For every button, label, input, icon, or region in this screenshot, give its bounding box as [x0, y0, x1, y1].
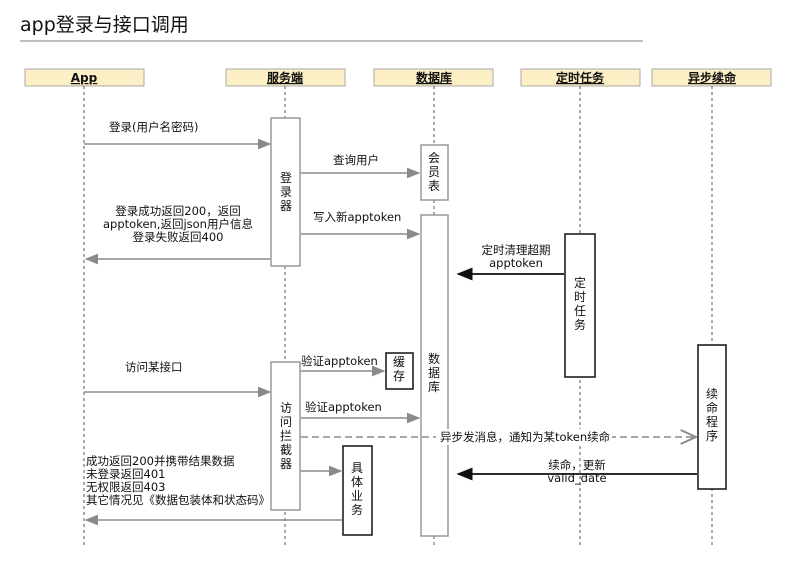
msg-access-api: 访问某接口	[125, 360, 183, 374]
lane-header-renew: 异步续命	[651, 68, 772, 87]
lane-header-server: 服务端	[225, 68, 346, 87]
msg-verify-db: 验证apptoken	[305, 400, 382, 414]
label-interceptor: 访问拦截器	[280, 401, 292, 471]
label-member-table: 会员表	[428, 151, 440, 193]
label-renew: 续命程序	[706, 387, 718, 443]
page-title: app登录与接口调用	[20, 14, 189, 36]
msg-async-notify: 异步发消息，通知为某token续命	[440, 430, 611, 444]
activation-cache	[385, 352, 414, 390]
async-notify-label-bg	[436, 429, 612, 445]
msg-verify-cache: 验证apptoken	[301, 354, 378, 368]
activation-login	[270, 117, 301, 267]
label-login: 登录器	[280, 170, 292, 213]
lane-label-database: 数据库	[416, 70, 452, 85]
lane-header-app: App	[24, 68, 145, 87]
activation-timer	[564, 233, 596, 378]
label-business: 具体业务	[351, 461, 363, 517]
activation-interceptor	[270, 361, 301, 511]
label-database: 数据库	[428, 351, 440, 394]
activation-business	[342, 445, 373, 536]
msg-query-user: 查询用户	[333, 153, 379, 167]
label-cache: 缓存	[393, 355, 405, 383]
lane-label-timer: 定时任务	[556, 70, 605, 85]
activation-database	[420, 214, 449, 537]
label-timer: 定时任务	[574, 275, 586, 332]
lane-label-app: App	[71, 71, 98, 85]
lane-label-renew: 异步续命	[688, 70, 737, 85]
lane-label-server: 服务端	[267, 70, 303, 85]
lifelines	[83, 86, 713, 545]
lane-header-timer: 定时任务	[520, 68, 641, 87]
lane-header-database: 数据库	[373, 68, 494, 87]
msg-login-request: 登录(用户名密码)	[109, 120, 198, 134]
activation-member-table	[420, 144, 449, 201]
msg-write-token: 写入新apptoken	[313, 210, 401, 224]
activation-renew	[697, 344, 727, 490]
